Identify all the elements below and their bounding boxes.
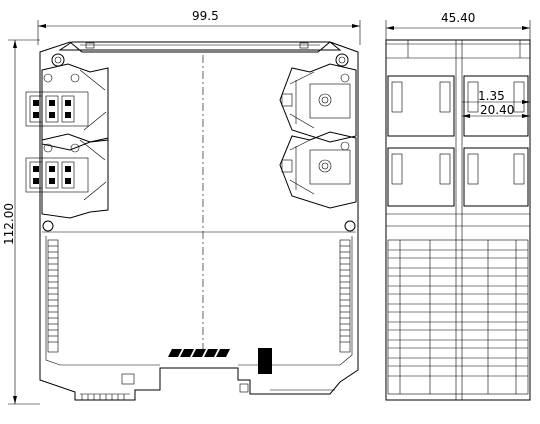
side-width-label: 45.40 [441,11,475,25]
led-indicator-row [168,349,230,357]
switch-block [258,348,272,374]
right-terminal-block-lower [279,131,357,209]
right-terminal-block-upper [279,63,357,143]
side-terminal-upper-left [387,75,455,137]
front-height-label: 112.00 [2,203,16,245]
side-view: 1.35 20.40 [385,39,531,401]
left-rib-strip [47,239,59,353]
side-terminal-lower-left [387,147,455,207]
right-rib-strip [339,239,351,353]
side-rib-section [387,239,529,395]
side-terminal-upper-right [463,75,529,137]
front-width-label: 99.5 [192,9,219,23]
side-inner-label-2: 20.40 [480,103,514,117]
front-height-dimension: 112.00 [2,39,40,405]
side-width-dimension: 45.40 [385,11,531,40]
side-inner-label-1: 1.35 [478,89,505,103]
front-width-dimension: 99.5 [37,9,361,45]
front-view [25,41,359,401]
left-terminal-block-lower [25,133,109,219]
left-terminal-block-upper [25,63,109,151]
side-terminal-lower-right [463,147,529,207]
